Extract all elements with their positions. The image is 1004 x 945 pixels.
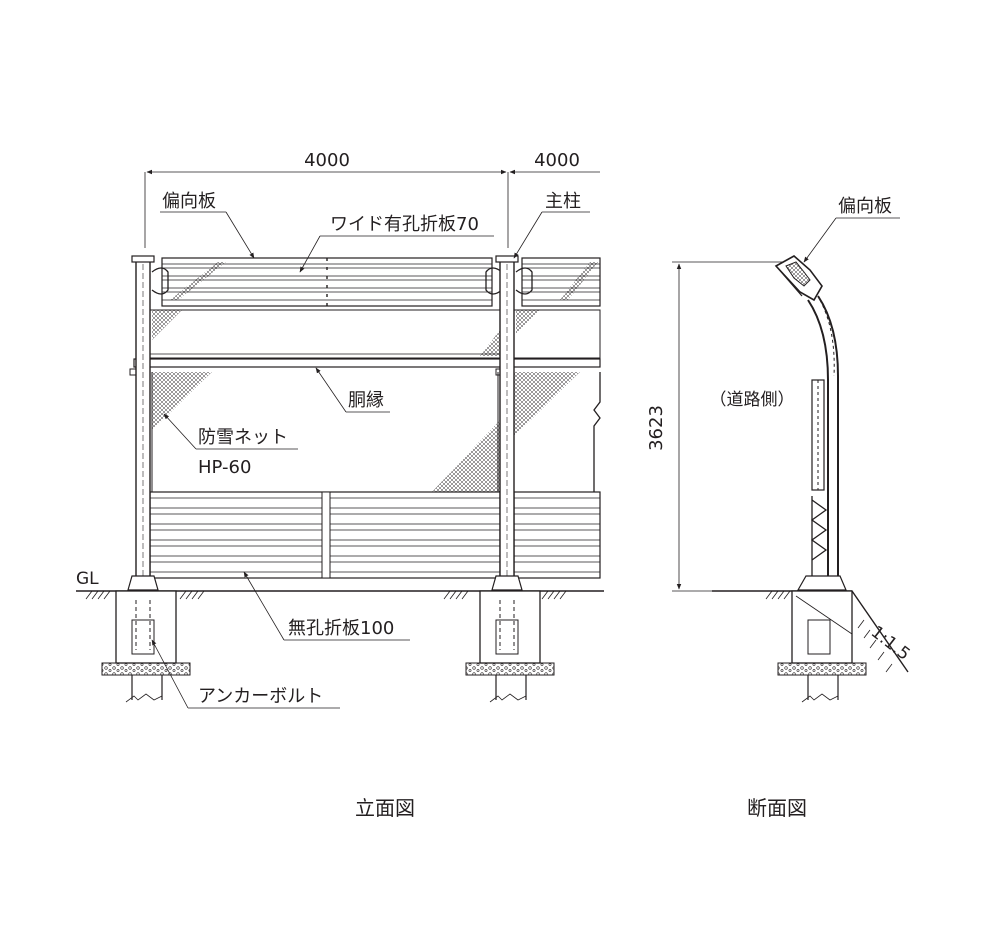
leader-deflector: 偏向板 — [160, 191, 255, 259]
elevation-title: 立面図 — [355, 796, 415, 820]
main-post-left — [127, 255, 159, 591]
leader-snow-net: 防雪ネット HP-60 — [163, 413, 298, 478]
section-label-road-side: （道路側） — [710, 390, 795, 410]
dimension-height: 3623 — [646, 261, 784, 592]
elevation-view: 4000 4000 — [76, 150, 604, 820]
snow-net — [151, 372, 601, 492]
section-label-deflector: 偏向板 — [838, 196, 892, 217]
section-title: 断面図 — [747, 796, 807, 820]
gl-label: GL — [76, 569, 99, 589]
main-post-right — [491, 255, 523, 591]
label-non-perforated: 無孔折板100 — [288, 618, 394, 639]
deflector-panel-left — [151, 257, 503, 307]
section-foundation — [777, 590, 867, 703]
leader-wide-perforated: ワイド有孔折板70 — [299, 214, 494, 273]
label-waist-edge: 胴縁 — [348, 390, 384, 411]
upper-net-panel — [149, 309, 601, 359]
label-snow-net: 防雪ネット — [198, 427, 288, 448]
deflector-panel-right — [515, 257, 601, 307]
dim-span-main-text: 4000 — [304, 150, 350, 171]
label-wide-perforated: ワイド有孔折板70 — [330, 214, 479, 235]
dim-height-text: 3623 — [646, 405, 667, 451]
lower-panel-left — [149, 491, 501, 579]
foundation-right — [465, 590, 555, 703]
section-post — [796, 295, 847, 591]
leader-section-deflector: 偏向板 — [803, 196, 900, 263]
section-view: 3623 — [646, 196, 914, 820]
dimension-span-main: 4000 — [144, 150, 509, 248]
dimension-span-right: 4000 — [509, 150, 600, 175]
foundation-left — [101, 590, 191, 703]
leader-waist-edge: 胴縁 — [315, 367, 390, 413]
label-deflector: 偏向板 — [162, 191, 216, 212]
label-snow-net-model: HP-60 — [198, 457, 251, 478]
leader-anchor-bolt: アンカーボルト — [151, 639, 340, 709]
section-deflector — [774, 255, 823, 302]
label-main-post: 主柱 — [545, 191, 581, 212]
dim-span-right-text: 4000 — [534, 150, 580, 171]
lower-panel-right — [513, 491, 601, 579]
section-slope-text: 1:1.5 — [867, 622, 914, 665]
leader-main-post: 主柱 — [513, 191, 590, 259]
leader-non-perforated: 無孔折板100 — [243, 571, 410, 641]
label-anchor-bolt: アンカーボルト — [198, 686, 323, 707]
